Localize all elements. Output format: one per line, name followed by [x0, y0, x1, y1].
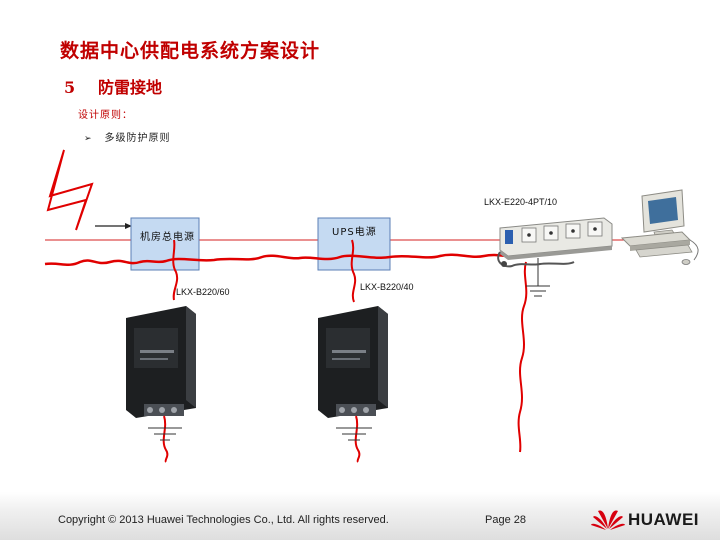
- ground-wire-right: [354, 415, 361, 463]
- ground-symbol-right-icon: [336, 427, 372, 441]
- slide-title: 数据中心供配电系统方案设计: [60, 40, 321, 62]
- lightning-bolt-icon: [46, 149, 94, 231]
- footer-bar: [0, 492, 720, 540]
- huawei-logo-icon: [591, 510, 625, 530]
- brand-wordmark: HUAWEI: [628, 510, 699, 529]
- arrester-device-left: [126, 306, 196, 418]
- arrester-device-right: [318, 306, 388, 418]
- bullet-item: ➢ 多级防护原则: [84, 129, 171, 144]
- drop-line-right: [350, 239, 357, 303]
- copyright-text: Copyright © 2013 Huawei Technologies Co.…: [58, 514, 389, 526]
- page-number: Page 28: [485, 514, 526, 526]
- ups-box: [317, 217, 391, 271]
- ground-wire-left: [162, 415, 169, 463]
- section-title: 防雷接地: [98, 78, 163, 97]
- computer-icon: [620, 189, 699, 265]
- pdu-model-label: LKX-E220-4PT/10: [484, 197, 558, 207]
- ups-label: UPS电源: [332, 227, 377, 238]
- ground-wire-squiggle: [44, 253, 521, 266]
- bullet-arrow-icon: ➢: [84, 134, 93, 144]
- arrester-left-model-label: LKX-B220/60: [176, 287, 230, 297]
- drop-line-left: [172, 239, 179, 301]
- ground-symbol-left-icon: [148, 427, 182, 441]
- bullet-text: 多级防护原则: [104, 133, 171, 144]
- main-power-label: 机房总电源: [140, 232, 195, 243]
- ground-symbol-pdu-icon: [526, 258, 550, 297]
- section-heading: 5 防雷接地: [64, 74, 162, 98]
- section-number: 5: [64, 78, 76, 97]
- arrester-right-model-label: LKX-B220/40: [360, 282, 414, 292]
- ground-wire-pdu: [517, 261, 528, 453]
- pdu-strip: [497, 217, 613, 268]
- design-principle-label: 设计原则：: [78, 110, 133, 121]
